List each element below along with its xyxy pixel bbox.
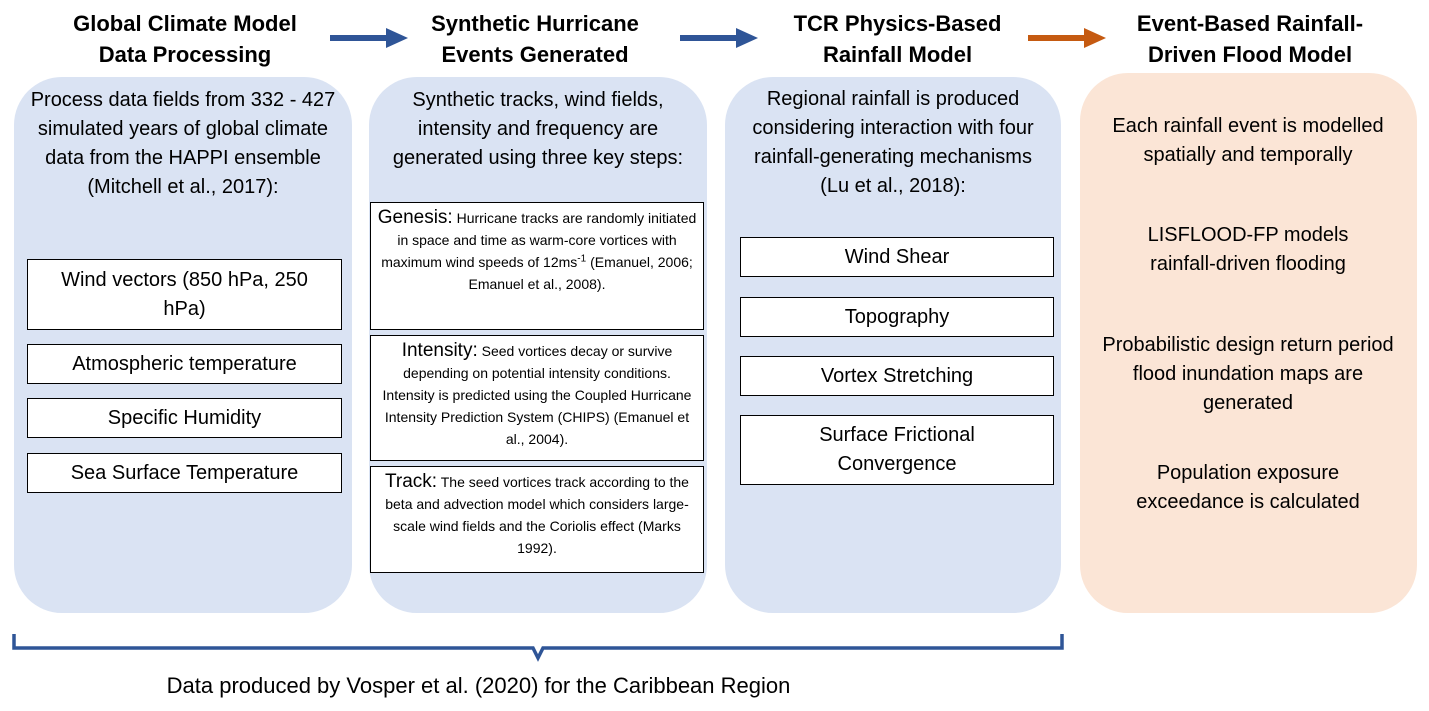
col4-bullet-4: Population exposure exceedance is calcul… (1136, 462, 1360, 513)
col2-step-genesis: Genesis: Hurricane tracks are randomly i… (370, 202, 704, 330)
col2-step-intensity: Intensity: Seed vortices decay or surviv… (370, 335, 704, 461)
col4-title-line1: Event-Based Rainfall- (1136, 11, 1364, 36)
col4-title-line2: Driven Flood Model (1147, 42, 1353, 67)
arrow-right-icon (680, 28, 758, 48)
col3-item-topography: Topography (740, 297, 1054, 337)
arrow-right-orange-icon (1028, 28, 1106, 48)
col3-panel (725, 77, 1061, 613)
col4-bullet-1: Each rainfall event is modelled spatiall… (1112, 115, 1384, 166)
col2-intro: Synthetic tracks, wind fields, intensity… (392, 89, 684, 169)
col1-title-line2: Data Processing (98, 42, 272, 67)
col1-item-atmospheric-temperature: Atmospheric temperature (27, 344, 342, 384)
col1-item-sea-surface-temperature: Sea Surface Temperature (27, 453, 342, 493)
bottom-bracket (12, 634, 1064, 662)
col1-title: Global Climate Model Data Processing (30, 8, 340, 70)
step-text-intensity: Seed vortices decay or survive depending… (382, 343, 692, 447)
step-text-track: The seed vortices track according to the… (385, 474, 689, 556)
col4-bullet-3: Probabilistic design return period flood… (1102, 334, 1394, 414)
col1-item-specific-humidity: Specific Humidity (27, 398, 342, 438)
step-text-genesis: Hurricane tracks are randomly initiated … (381, 210, 697, 270)
col2-title-line1: Synthetic Hurricane (431, 11, 639, 36)
col1-item-wind-vectors: Wind vectors (850 hPa, 250 hPa) (27, 259, 342, 330)
footer-caption: Data produced by Vosper et al. (2020) fo… (166, 673, 791, 698)
col1-title-line1: Global Climate Model (73, 11, 297, 36)
col4-bullet-2: LISFLOOD-FP models rainfall-driven flood… (1147, 224, 1349, 275)
col2-title-line2: Events Generated (441, 42, 629, 67)
col3-title: TCR Physics-Based Rainfall Model (740, 8, 1055, 70)
col3-item-surface-frictional-convergence: Surface Frictional Convergence (740, 415, 1054, 485)
col3-intro: Regional rainfall is produced considerin… (752, 88, 1034, 197)
arrow-right-icon (330, 28, 408, 48)
col4-panel (1080, 73, 1417, 613)
step-text-genesis-ref: (Emanuel, 2006; Emanuel et al., 2008). (468, 254, 693, 292)
step-lead-track: Track: (385, 471, 438, 492)
step-lead-intensity: Intensity: (401, 340, 478, 361)
col3-title-line2: Rainfall Model (822, 42, 973, 67)
col3-title-line1: TCR Physics-Based (793, 11, 1002, 36)
col3-item-wind-shear: Wind Shear (740, 237, 1054, 277)
step-text-genesis-sup: -1 (577, 253, 587, 265)
step-lead-genesis: Genesis: (377, 207, 453, 228)
col4-title: Event-Based Rainfall- Driven Flood Model (1090, 8, 1410, 70)
col3-item-vortex-stretching: Vortex Stretching (740, 356, 1054, 396)
col1-intro: Process data fields from 332 - 427 simul… (30, 89, 336, 198)
col2-step-track: Track: The seed vortices track according… (370, 466, 704, 573)
col2-title: Synthetic Hurricane Events Generated (385, 8, 685, 70)
